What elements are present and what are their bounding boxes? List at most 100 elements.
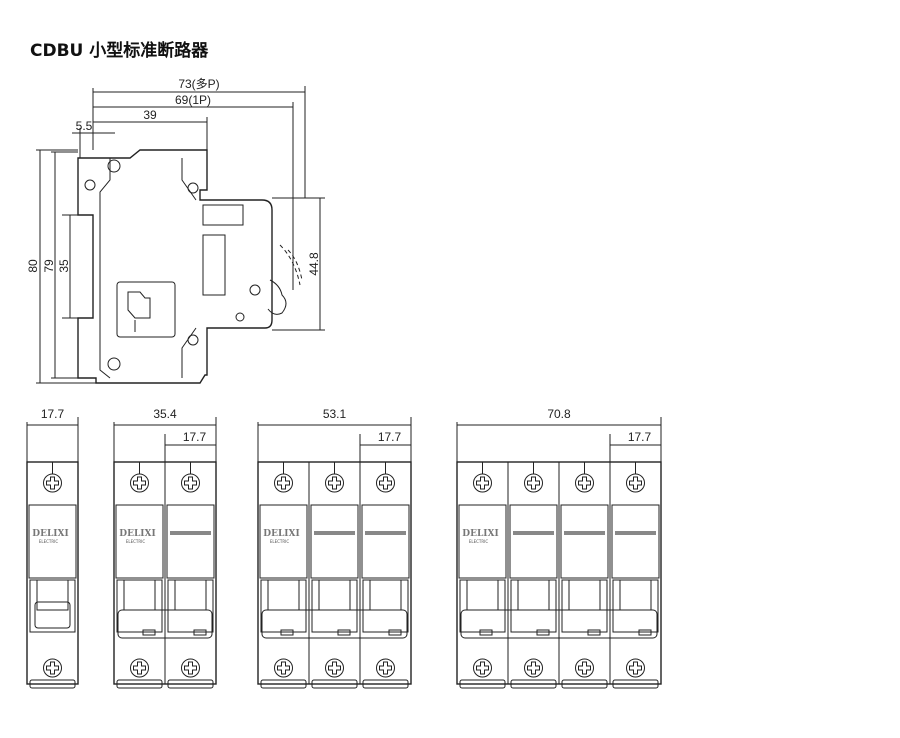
din-clip (311, 679, 358, 689)
screw-icon (325, 658, 344, 678)
screw-cross-icon (277, 661, 290, 675)
screw-cross-icon (184, 661, 197, 675)
screw-icon (575, 658, 594, 678)
rivet-hole (235, 312, 245, 322)
screw-cross-icon (379, 661, 392, 675)
screw-icon (181, 658, 200, 678)
page-title: CDBU 小型标准断路器 (30, 41, 209, 61)
screw-cross-icon (328, 476, 341, 490)
side-body-inner-line (99, 158, 111, 379)
front-views: 17.7DELIXIELECTRIC35.417.7DELIXIELECTRIC… (26, 407, 662, 689)
screw-cross-icon (476, 476, 489, 490)
dimension-line (609, 434, 661, 462)
label-bar (365, 531, 406, 535)
brand-logo: DELIXI (119, 529, 155, 539)
screw-cross-icon (476, 661, 489, 675)
label-bar (170, 531, 211, 535)
brand-sub: ELECTRIC (469, 539, 488, 544)
din-clip (459, 679, 506, 689)
side-view: 73(多P) 69(1P) 39 5.5 80 79 35 44.8 (26, 77, 325, 384)
din-clip (510, 679, 557, 689)
breaker-body (257, 461, 412, 685)
dimension-line (164, 434, 216, 462)
screw-icon (524, 658, 543, 678)
dimension-line (257, 417, 412, 462)
label-bar (513, 531, 554, 535)
label-panel (28, 504, 77, 579)
screw-cross-icon (133, 476, 146, 490)
label-panel (259, 504, 308, 579)
din-clip (612, 679, 659, 689)
dim-69: 69(1P) (175, 93, 211, 107)
tie-bar-slot (536, 629, 550, 636)
dim-35: 35 (57, 259, 71, 273)
side-window (202, 204, 244, 226)
handle-lever (267, 279, 287, 315)
label-panel (115, 504, 164, 579)
side-label (202, 234, 226, 296)
pole (507, 462, 558, 689)
screw-cross-icon (629, 476, 642, 490)
screw-cross-icon (46, 661, 59, 675)
screw-cross-icon (133, 661, 146, 675)
screw-cross-icon (184, 476, 197, 490)
label-panel (310, 504, 359, 579)
screw-icon (376, 658, 395, 678)
dim-pole-width: 17.7 (628, 430, 652, 444)
dim-total: 35.4 (153, 407, 177, 421)
dimension-line (359, 434, 411, 462)
screw-cross-icon (277, 476, 290, 490)
pole (609, 462, 660, 689)
screw-icon (473, 658, 492, 678)
terminal-icon (127, 291, 151, 332)
tie-bar-slot (479, 629, 493, 636)
handle-tie-bar (117, 609, 213, 639)
screw-cross-icon (328, 661, 341, 675)
screw-cross-icon (46, 476, 59, 490)
din-clip (29, 679, 76, 689)
din-clip (561, 679, 608, 689)
screw-cross-icon (527, 476, 540, 490)
handle-swing-arc (279, 244, 303, 286)
label-panel (560, 504, 609, 579)
brand-sub: ELECTRIC (39, 539, 58, 544)
label-panel (361, 504, 410, 579)
din-clip (167, 679, 214, 689)
tie-bar-slot (337, 629, 351, 636)
tie-bar-slot (638, 629, 652, 636)
screw-icon (43, 658, 62, 678)
screw-cross-icon (578, 476, 591, 490)
label-panel (166, 504, 215, 579)
screw-cross-icon (578, 661, 591, 675)
brand-sub: ELECTRIC (126, 539, 145, 544)
brand-sub: ELECTRIC (270, 539, 289, 544)
rivet-hole (107, 159, 121, 173)
din-clip (362, 679, 409, 689)
dim-total: 17.7 (41, 407, 65, 421)
screw-cross-icon (527, 661, 540, 675)
handle (36, 579, 69, 611)
side-terminal-window (116, 281, 176, 338)
pole (558, 462, 609, 689)
label-bar (314, 531, 355, 535)
pole (164, 462, 215, 689)
dimension-lines (36, 86, 325, 384)
screw-icon (130, 658, 149, 678)
dim-79: 79 (42, 259, 56, 273)
tie-bar-slot (388, 629, 402, 636)
brand-logo: DELIXI (462, 529, 498, 539)
breaker-body (26, 461, 79, 685)
label-bar (615, 531, 656, 535)
handle-tie-bar (460, 609, 658, 639)
screw-cross-icon (629, 661, 642, 675)
label-bar (564, 531, 605, 535)
dimension-line (456, 417, 662, 462)
dimension-line (113, 417, 217, 462)
